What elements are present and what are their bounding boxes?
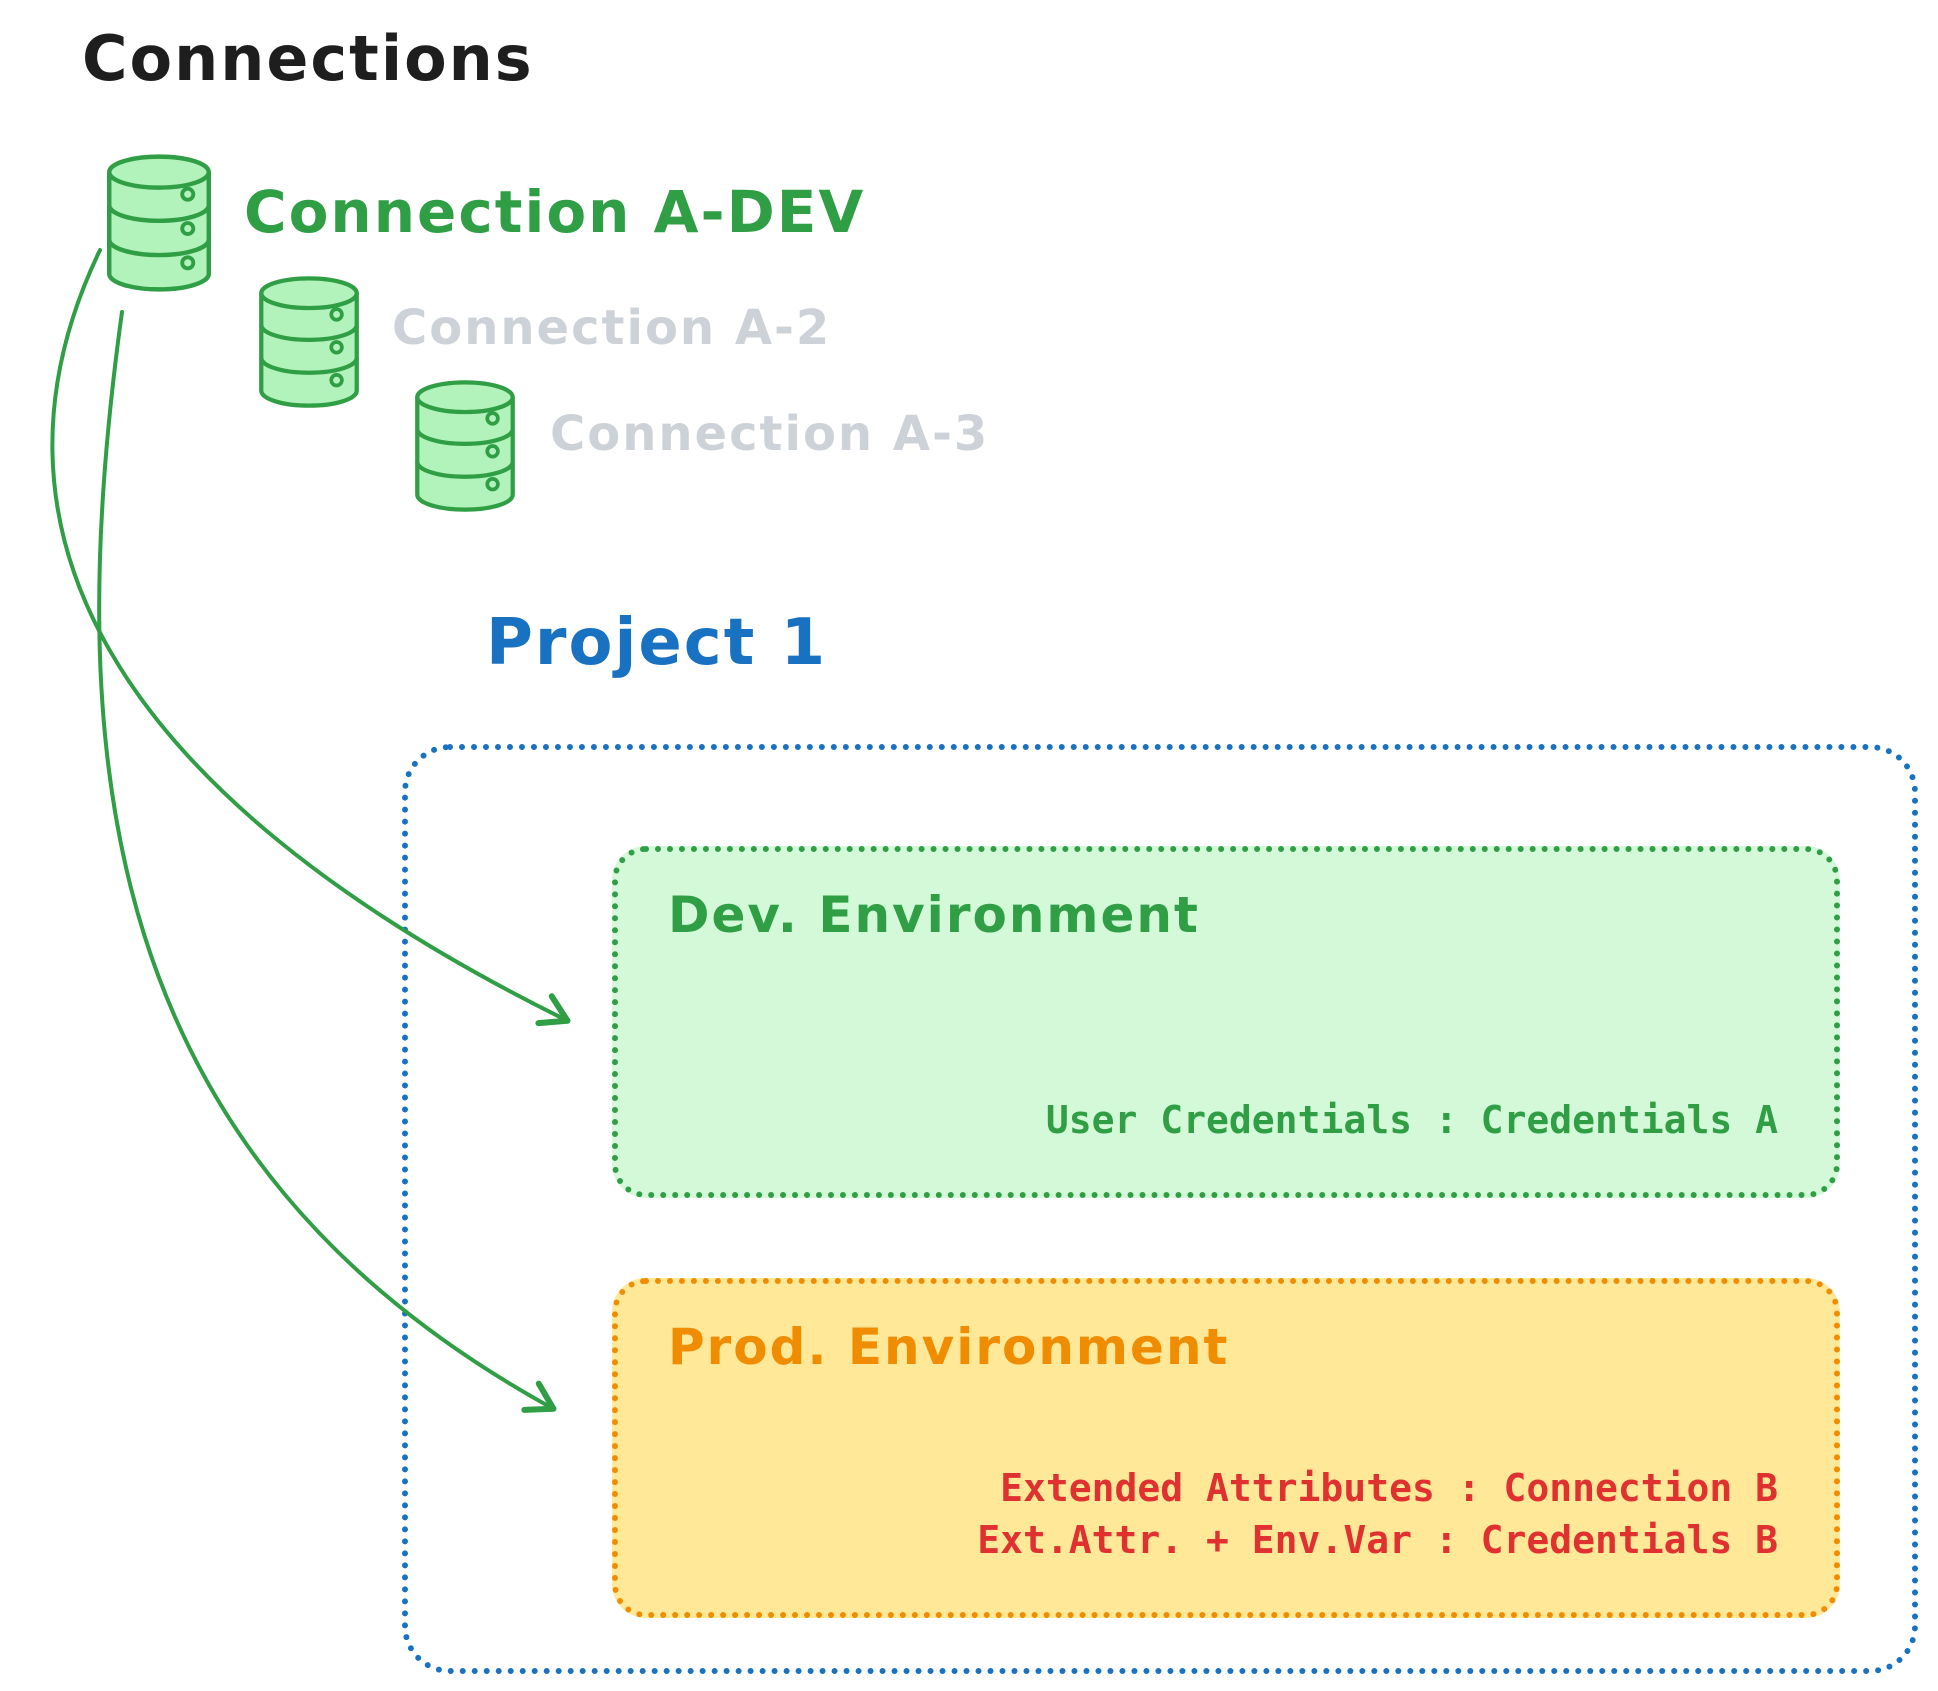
dev-environment-title: Dev. Environment [668,886,1200,944]
dev-environment-details: User Credentials : Credentials A [1046,1095,1778,1146]
page-title: Connections [82,22,534,95]
connection-label-a-2: Connection A-2 [392,300,832,356]
database-icon [254,272,364,412]
extended-attributes-line: Extended Attributes : Connection B [1000,1466,1778,1511]
project-container: Dev. Environment User Credentials : Cred… [402,744,1918,1674]
dev-environment-box: Dev. Environment User Credentials : Cred… [612,846,1840,1198]
database-icon [410,376,520,516]
prod-environment-details: Extended Attributes : Connection B Ext.A… [977,1463,1778,1566]
credentials-line: User Credentials : Credentials A [1045,1097,1778,1142]
ext-attr-env-var-line: Ext.Attr. + Env.Var : Credentials B [977,1517,1778,1562]
connection-label-a-3: Connection A-3 [550,406,990,462]
prod-environment-title: Prod. Environment [668,1318,1230,1376]
connection-label-a-dev: Connection A-DEV [244,178,866,246]
database-icon [102,150,216,296]
project-title: Project 1 [486,606,828,680]
prod-environment-box: Prod. Environment Extended Attributes : … [612,1278,1840,1618]
